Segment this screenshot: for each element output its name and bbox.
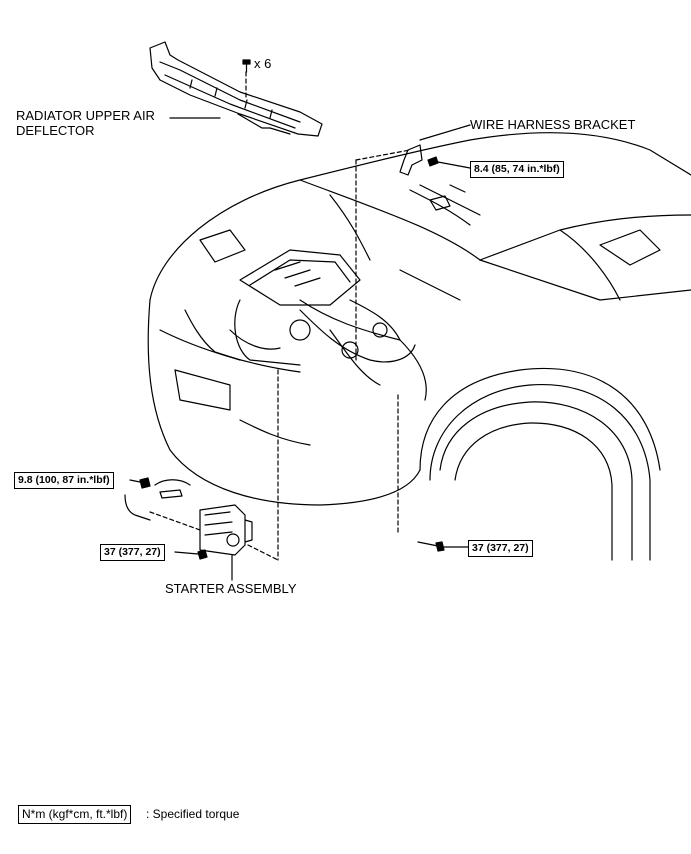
torque-starter-bolt-left: 37 (377, 27) (100, 544, 165, 561)
screw-count-label: x 6 (254, 56, 272, 71)
bracket-guide-line-2 (355, 149, 411, 161)
torque-terminal-nut: 9.8 (100, 87 in.*lbf) (14, 472, 114, 489)
starter-bolt-right-icon (417, 541, 469, 552)
terminal-guide-line (149, 511, 201, 531)
radiator-deflector-label: RADIATOR UPPER AIR DEFLECTOR (16, 108, 155, 138)
starter-wire-terminal (124, 479, 191, 521)
legend-unit-box: N*m (kgf*cm, ft.*lbf) (18, 805, 132, 824)
bracket-bolt-icon (427, 156, 471, 169)
radiator-upper-air-deflector (149, 41, 323, 137)
screw-icon (242, 59, 251, 73)
vehicle-body (147, 132, 691, 561)
torque-starter-bolt-right: 37 (377, 27) (468, 540, 533, 557)
legend-description: : Specified torque (146, 807, 240, 821)
starter-assembly (199, 504, 253, 556)
wire-harness-bracket-label: WIRE HARNESS BRACKET (470, 117, 636, 132)
engine-assembly (199, 229, 461, 386)
terminal-nut-icon (129, 477, 151, 489)
starter-bolt-left-icon (174, 549, 208, 560)
torque-bracket-bolt: 8.4 (85, 74 in.*lbf) (470, 161, 564, 178)
wire-harness (409, 184, 481, 226)
starter-guide-line-2 (247, 544, 279, 561)
wire-harness-bracket (399, 124, 471, 176)
starter-assembly-label: STARTER ASSEMBLY (165, 581, 297, 596)
